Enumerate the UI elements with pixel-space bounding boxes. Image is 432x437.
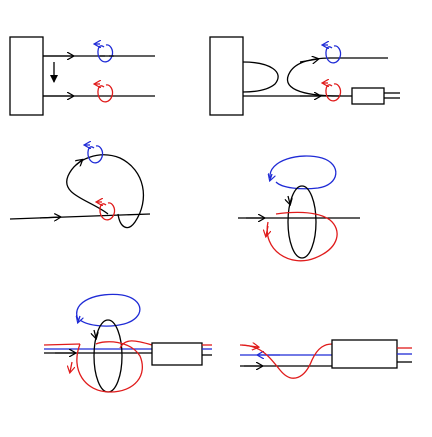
red-ellipse-5 [76, 341, 143, 393]
panel-5 [43, 293, 212, 393]
blue-loop-3 [87, 145, 104, 164]
panel-2 [209, 36, 400, 116]
small-down-arrow [288, 195, 290, 204]
red-loop [97, 84, 114, 103]
strand-3 [9, 213, 151, 220]
red-loop-3 [99, 202, 116, 221]
vertical-loop [287, 185, 317, 259]
blue-ellipse [269, 155, 337, 190]
blue-loop [97, 44, 114, 63]
source-box-2 [209, 36, 244, 116]
blue-loop-2 [325, 45, 342, 64]
red-loop-2 [325, 83, 342, 102]
box-6 [331, 339, 398, 369]
small-box [351, 87, 385, 105]
red-ellipse [266, 211, 338, 262]
red-strand-5 [43, 343, 81, 346]
panel-4 [238, 155, 360, 262]
vertical-loop-5 [93, 319, 123, 393]
blue-ellipse-5 [76, 293, 141, 327]
returning-strand [287, 57, 341, 97]
source-box [9, 36, 44, 116]
cup-strand [242, 61, 279, 93]
box-5 [151, 342, 203, 366]
red-strand-6 [239, 343, 333, 379]
panel-3 [9, 145, 151, 229]
panel-1 [9, 36, 155, 116]
large-loop [66, 154, 145, 229]
panel-6 [239, 339, 412, 379]
